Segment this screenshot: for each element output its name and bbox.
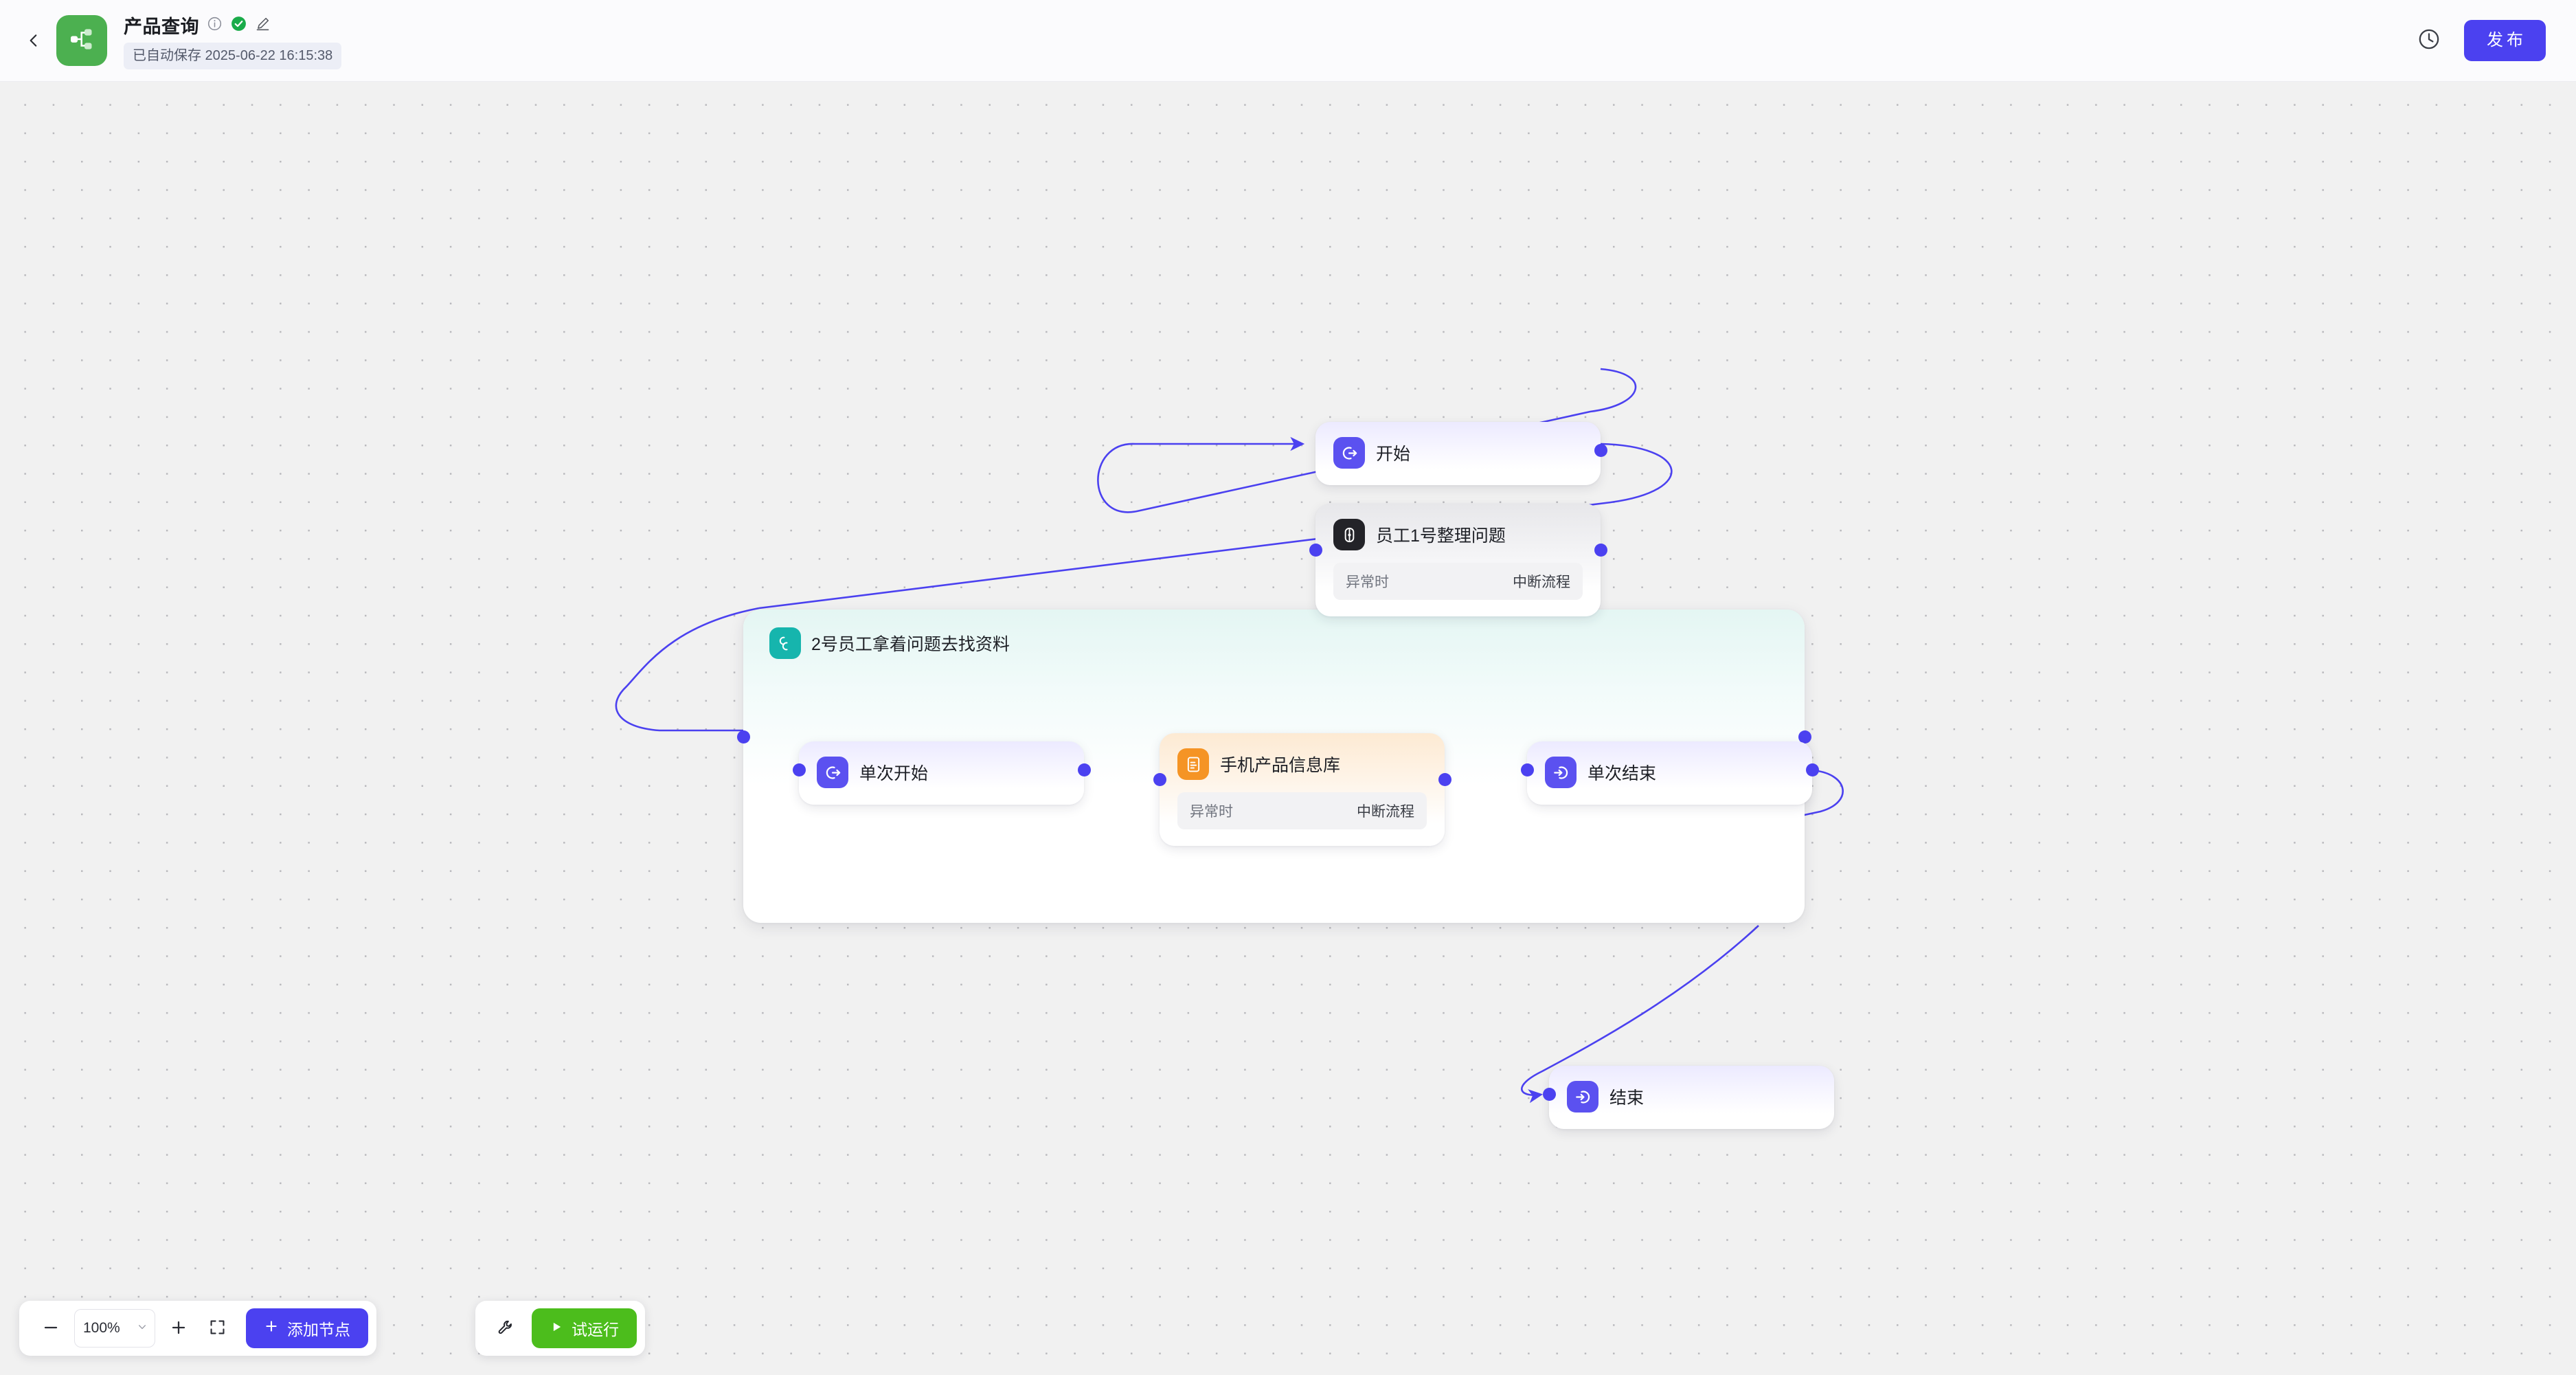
- autosave-row: 已自动保存 2025-06-22 16:15:38: [124, 43, 342, 69]
- node-error-policy: 异常时 中断流程: [1333, 563, 1583, 600]
- node-title: 单次结束: [1588, 764, 1657, 783]
- pencil-edit-icon[interactable]: [255, 16, 271, 35]
- top-bar: 产品查询: [0, 0, 2576, 82]
- play-triangle-icon: [550, 1319, 563, 1338]
- zoom-in-button[interactable]: [159, 1309, 198, 1348]
- chevron-down-icon: [137, 1321, 148, 1336]
- plus-icon: [264, 1319, 279, 1338]
- node-end[interactable]: 结束: [1543, 1066, 1834, 1129]
- knowledge-document-icon: [1177, 748, 1209, 780]
- info-circle-icon[interactable]: [207, 16, 223, 35]
- add-node-button[interactable]: 添加节点: [246, 1308, 368, 1348]
- page-title: 产品查询: [124, 16, 199, 37]
- fit-view-button[interactable]: [198, 1309, 236, 1348]
- node-header: 开始: [1333, 437, 1583, 469]
- flow-start-icon: [817, 757, 848, 788]
- autosave-status: 已自动保存 2025-06-22 16:15:38: [124, 43, 342, 69]
- chevron-left-icon: [25, 32, 43, 49]
- flow-end-icon: [1567, 1081, 1598, 1113]
- node-start[interactable]: 开始: [1315, 422, 1607, 485]
- check-circle-icon: [230, 15, 247, 36]
- canvas-zoom-toolbar: 100%: [19, 1301, 376, 1356]
- node-output-handle[interactable]: [1594, 544, 1607, 557]
- debug-settings-button[interactable]: [486, 1309, 525, 1348]
- back-button[interactable]: [15, 22, 52, 59]
- publish-button[interactable]: 发布: [2464, 20, 2546, 61]
- node-knowledge-base[interactable]: 手机产品信息库 异常时 中断流程: [1153, 733, 1451, 846]
- title-row: 产品查询: [124, 12, 341, 38]
- node-output-handle[interactable]: [1806, 763, 1819, 776]
- error-policy-value: 中断流程: [1513, 574, 1570, 590]
- loop-batch-icon: [769, 627, 801, 659]
- group-title: 2号员工拿着问题去找资料: [811, 635, 1010, 654]
- node-title: 结束: [1609, 1088, 1645, 1108]
- node-input-handle[interactable]: [1521, 763, 1534, 776]
- node-input-handle[interactable]: [793, 763, 806, 776]
- node-title: 员工1号整理问题: [1376, 526, 1506, 546]
- node-employee1[interactable]: 员工1号整理问题 异常时 中断流程: [1309, 504, 1607, 616]
- zoom-level-value: 100%: [83, 1320, 120, 1336]
- node-error-policy: 异常时 中断流程: [1177, 792, 1427, 829]
- workflow-share-logo-icon: [68, 25, 95, 56]
- fit-view-icon: [209, 1319, 226, 1338]
- group-input-handle[interactable]: [737, 730, 750, 744]
- node-header: 结束: [1567, 1081, 1816, 1113]
- app-logo: [56, 15, 107, 66]
- zoom-level-select[interactable]: 100%: [74, 1309, 155, 1348]
- canvas-run-toolbar: 试运行: [475, 1301, 645, 1356]
- node-output-handle[interactable]: [1594, 444, 1607, 457]
- wrench-icon: [497, 1319, 515, 1339]
- node-once-start[interactable]: 单次开始: [793, 741, 1091, 805]
- flow-start-icon: [1333, 437, 1365, 469]
- node-header: 员工1号整理问题: [1333, 519, 1583, 550]
- zoom-out-button[interactable]: [32, 1309, 70, 1348]
- plus-icon: [170, 1319, 188, 1339]
- add-node-label: 添加节点: [287, 1321, 350, 1339]
- group-header: 2号员工拿着问题去找资料: [743, 610, 1805, 659]
- node-title: 单次开始: [859, 764, 929, 783]
- node-input-handle[interactable]: [1543, 1088, 1556, 1101]
- test-run-label: 试运行: [572, 1321, 619, 1339]
- clock-history-icon[interactable]: [2417, 27, 2441, 54]
- agent-brain-icon: [1333, 519, 1365, 550]
- top-bar-actions: 发布: [2417, 20, 2546, 61]
- node-output-handle[interactable]: [1078, 763, 1091, 776]
- node-input-handle[interactable]: [1153, 773, 1166, 786]
- error-policy-value: 中断流程: [1357, 804, 1414, 820]
- test-run-button[interactable]: 试运行: [532, 1308, 637, 1348]
- flow-canvas[interactable]: 2号员工拿着问题去找资料 开始: [0, 82, 2576, 1375]
- node-title: 开始: [1376, 445, 1411, 464]
- node-input-handle[interactable]: [1309, 544, 1322, 557]
- error-policy-label: 异常时: [1346, 574, 1389, 590]
- node-header: 手机产品信息库: [1177, 748, 1427, 780]
- error-policy-label: 异常时: [1190, 804, 1233, 820]
- node-once-end[interactable]: 单次结束: [1521, 741, 1819, 805]
- flow-end-icon: [1545, 757, 1577, 788]
- minus-icon: [42, 1319, 60, 1339]
- node-output-handle[interactable]: [1438, 773, 1451, 786]
- group-output-handle[interactable]: [1798, 730, 1811, 744]
- title-block: 产品查询: [124, 12, 342, 69]
- node-header: 单次开始: [817, 757, 1066, 788]
- node-title: 手机产品信息库: [1220, 756, 1341, 775]
- node-header: 单次结束: [1545, 757, 1794, 788]
